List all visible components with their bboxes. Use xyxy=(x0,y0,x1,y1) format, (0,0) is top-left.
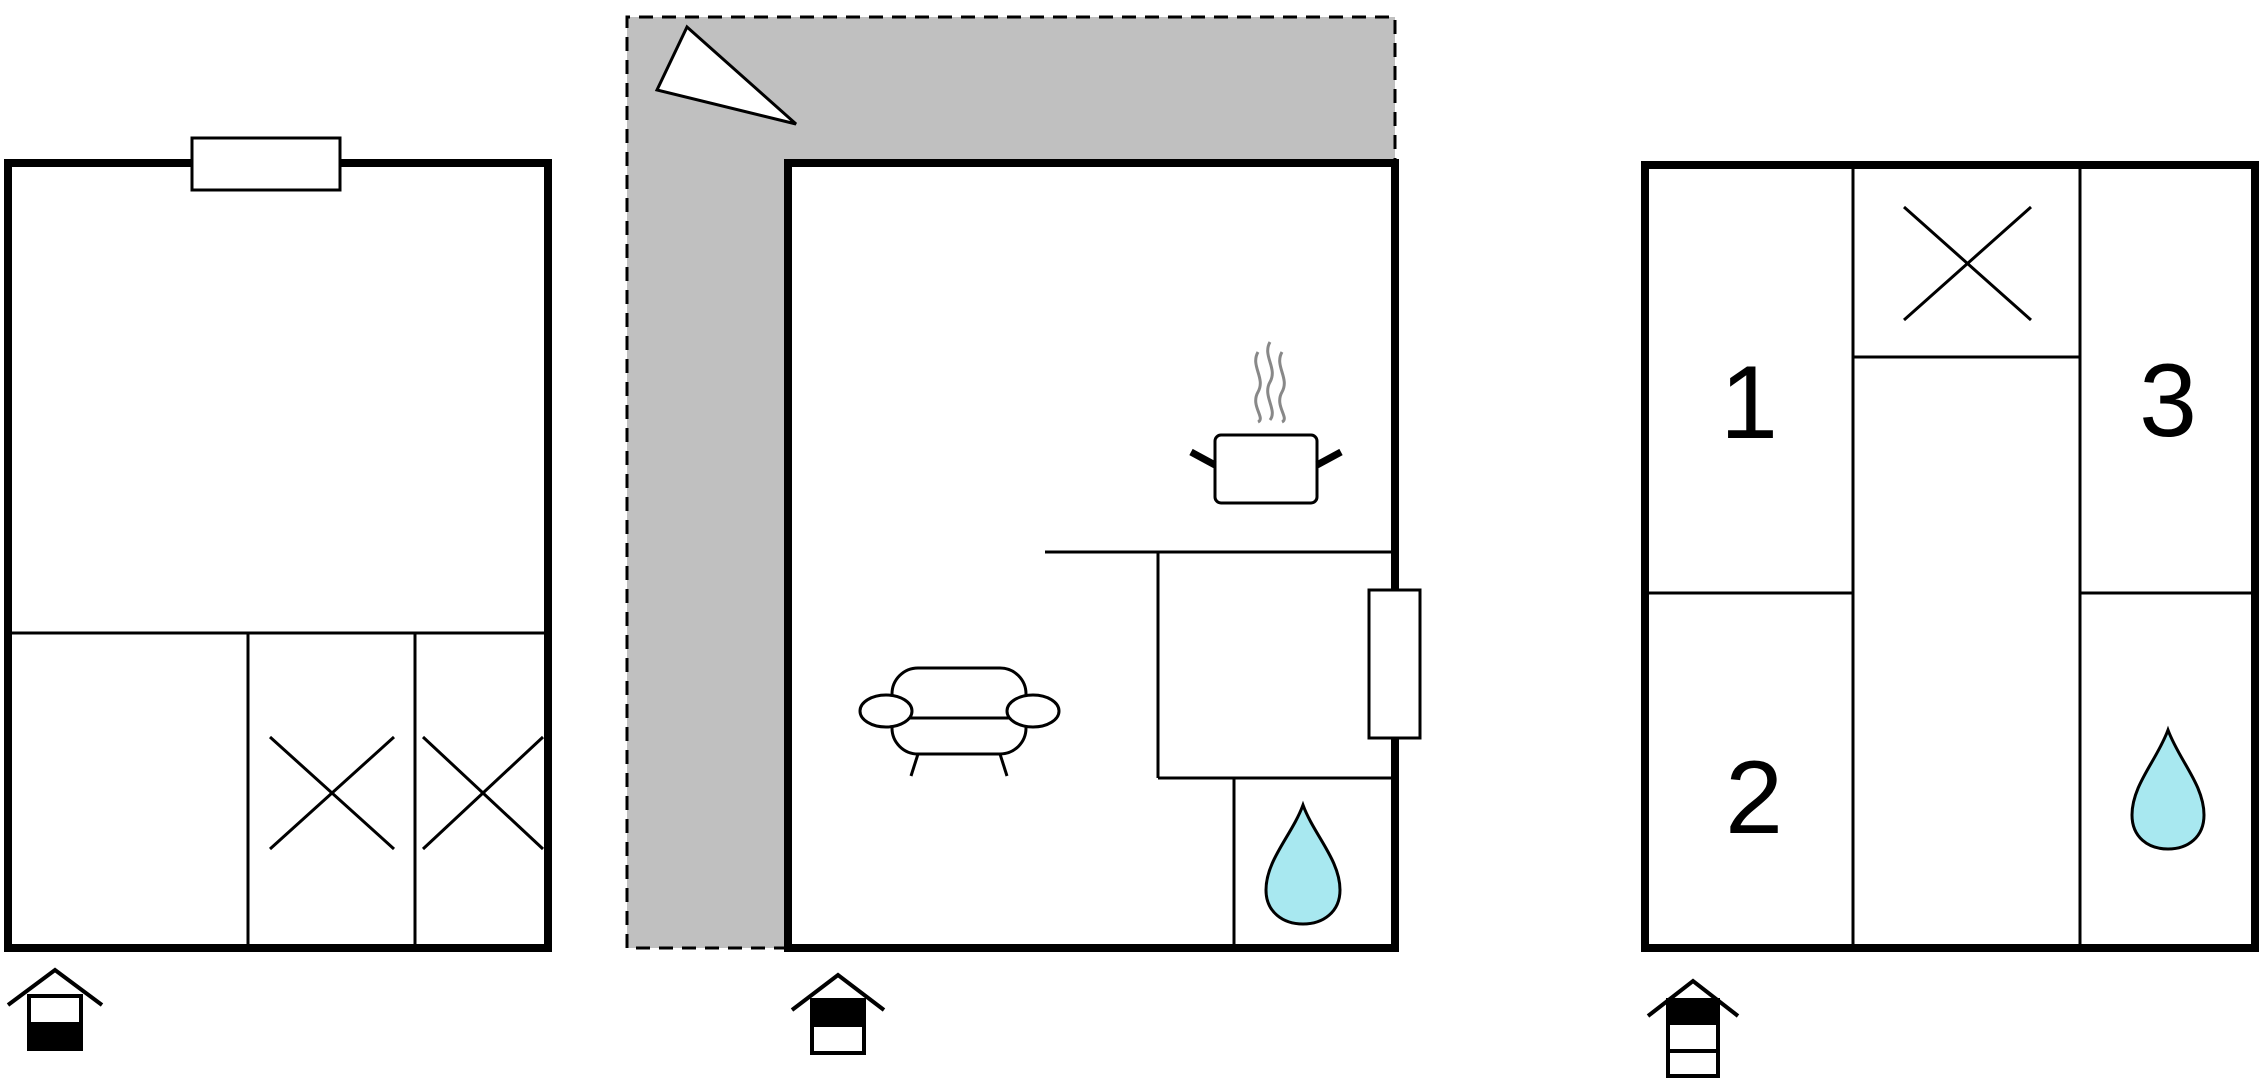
plan-outline xyxy=(784,159,1399,952)
stove-pot-icon xyxy=(1189,341,1343,505)
cross-icon xyxy=(1903,205,2032,322)
floor-plan-basement xyxy=(4,136,552,1051)
water-drop-icon xyxy=(2130,725,2206,851)
bedroom-number-1: 1 xyxy=(1720,345,1778,461)
cross-icon xyxy=(421,735,545,851)
floor-level-icon xyxy=(790,972,886,1055)
bedroom-number-3: 3 xyxy=(2139,343,2197,459)
floor-plan-ground xyxy=(625,15,1422,1055)
floor-level-icon xyxy=(1646,978,1740,1078)
plan-outline xyxy=(4,159,552,952)
water-drop-icon xyxy=(1264,800,1342,926)
cross-icon xyxy=(268,735,396,851)
terrace-area xyxy=(627,17,1395,948)
bedroom-number-2: 2 xyxy=(1725,740,1783,856)
floor-level-icon xyxy=(6,967,104,1051)
window-symbol xyxy=(1367,588,1422,740)
compass-icon xyxy=(654,24,797,126)
window-symbol xyxy=(190,136,342,192)
sofa-icon xyxy=(858,666,1061,777)
floor-plan-upper: 1 2 3 xyxy=(1641,161,2259,1078)
terrace-outline xyxy=(625,15,1397,950)
